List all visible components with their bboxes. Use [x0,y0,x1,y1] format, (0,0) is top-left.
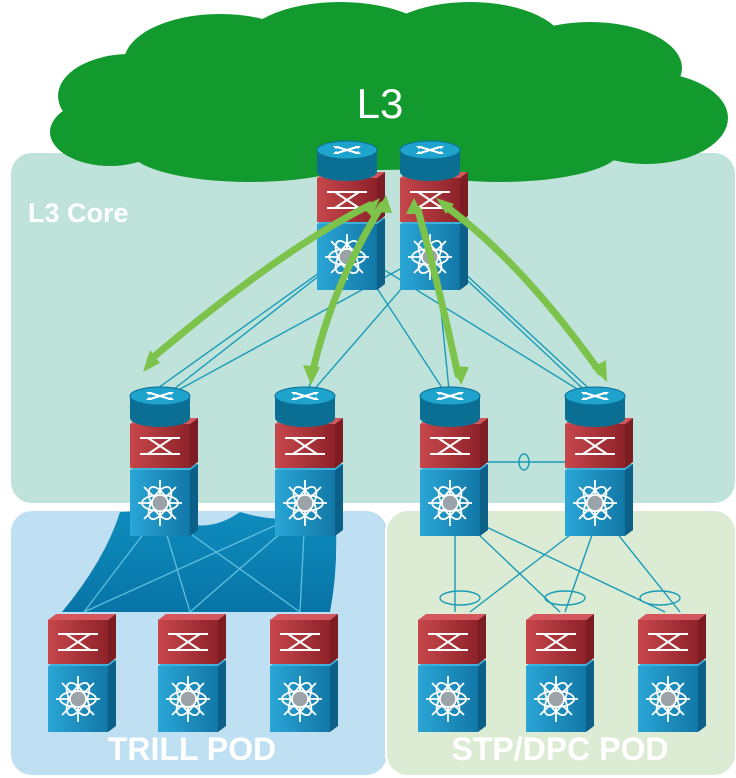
aggregation-switch-2 [275,387,343,536]
trill-access-switch-2 [158,614,226,732]
bidirectional-arrow-icon [146,201,374,364]
port-channel-icon [518,453,530,471]
bidirectional-arrow-icon [440,201,604,376]
peer-link [480,453,568,471]
bidirectional-arrow-icon [414,206,462,379]
port-channel-icon [639,590,681,606]
stp-port-channels [439,590,681,606]
cloud-label: L3 [357,80,404,127]
trill-pod-label: TRILL POD [108,731,276,767]
l3-core-label: L3 Core [28,198,129,228]
stp-access-switch-3 [638,614,706,732]
aggregation-switch-4 [565,387,633,536]
stp-pod-label: STP/DPC POD [452,731,669,767]
aggregation-switch-3 [420,387,488,536]
trill-access-switch-3 [270,614,338,732]
arrow-heads [143,195,607,385]
bidirectional-arrow-icon [308,201,386,379]
routing-adjacency-arrows [146,201,604,379]
stp-access-switch-1 [418,614,486,732]
port-channel-icon [544,590,586,606]
port-channel-icon [439,590,481,606]
trill-access-switch-1 [48,614,116,732]
aggregation-switch-1 [130,387,198,536]
stp-access-switch-2 [526,614,594,732]
